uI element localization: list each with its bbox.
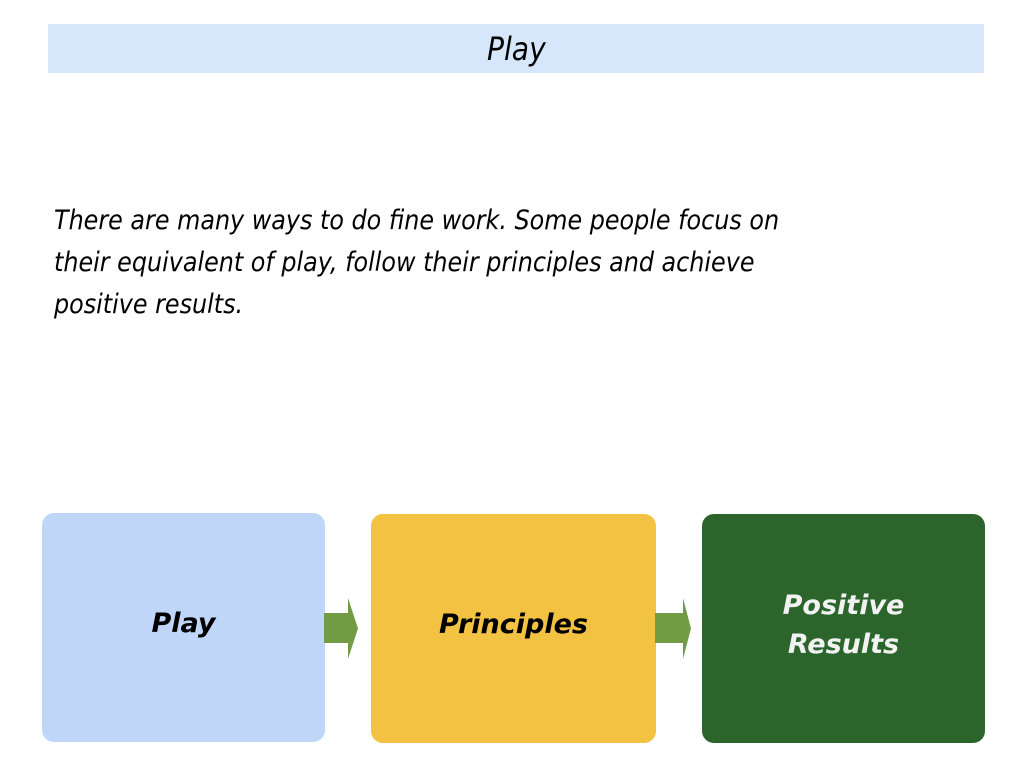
flow-box-principles: Principles	[371, 514, 656, 743]
right-arrow-icon	[655, 598, 691, 659]
flow-box-positive-results: Positive Results	[702, 514, 985, 743]
slide-body-text: There are many ways to do fine work. Som…	[54, 205, 780, 320]
flow-box-play: Play	[42, 513, 325, 742]
flow-box-label: Play	[151, 608, 216, 639]
title-bar: Play	[48, 24, 984, 73]
right-arrow-icon	[324, 598, 358, 659]
flow-box-label: Principles	[439, 609, 588, 640]
slide-title: Play	[486, 29, 546, 68]
flow-box-label: Positive Results	[782, 589, 905, 660]
